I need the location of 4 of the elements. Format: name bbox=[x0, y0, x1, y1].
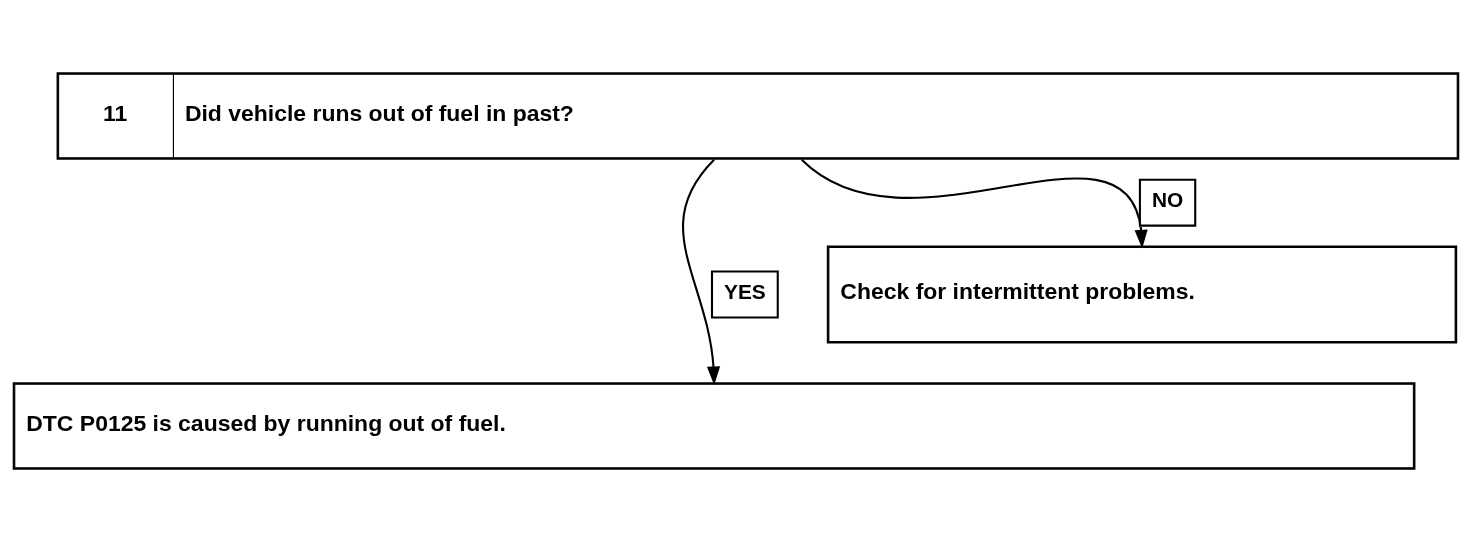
arrow bbox=[801, 159, 1148, 249]
edge-label: NO bbox=[1151, 187, 1184, 211]
edge-label: YES bbox=[724, 279, 766, 303]
arrow bbox=[682, 159, 721, 386]
